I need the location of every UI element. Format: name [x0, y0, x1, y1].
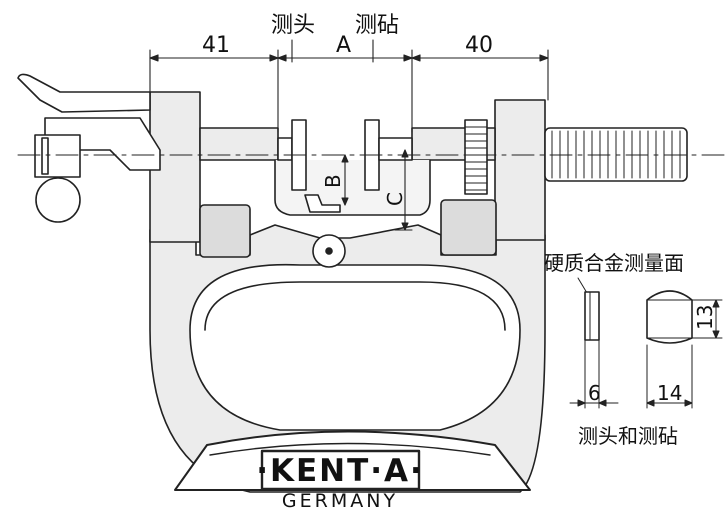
detail-front-view [646, 290, 693, 344]
left-locking-pad [199, 204, 251, 258]
frame-inner-cutout [189, 263, 521, 431]
label-spindle-and-anvil: 测头和测砧 [578, 424, 678, 448]
dim-14-value: 14 [657, 381, 682, 405]
right-head-block [494, 99, 546, 241]
lock-screw-center [325, 247, 333, 255]
dim-6-value: 6 [588, 381, 601, 405]
spindle-shaft [277, 137, 293, 161]
right-locking-pad [440, 199, 497, 256]
lever-clamp-face [41, 137, 49, 175]
dim-right-value: 40 [465, 33, 493, 58]
frame-inner-lip [204, 281, 506, 331]
depth-stop [304, 194, 341, 213]
brand-logo-box [260, 449, 421, 491]
label-carbide-faces: 硬质合金测量面 [544, 251, 684, 275]
dim-left-value: 41 [202, 33, 230, 58]
brand-country: GERMANY [282, 490, 398, 512]
detail-side-view [584, 291, 600, 341]
dim-13-value: 13 [693, 305, 717, 330]
dim-b-label: B [321, 174, 345, 188]
label-anvil: 测砧 [355, 13, 399, 38]
dim-c-label: C [383, 192, 407, 206]
dim-a-label: A [336, 33, 351, 58]
detail-dimension-lines [569, 299, 723, 409]
label-spindle: 测头 [271, 13, 315, 38]
dimension-lines [149, 39, 549, 231]
brand-logo: ·KENT·A· [256, 453, 424, 489]
knurl-ring-hatch [464, 126, 488, 191]
lever-wheel [35, 177, 81, 223]
lever-arm [17, 73, 151, 113]
